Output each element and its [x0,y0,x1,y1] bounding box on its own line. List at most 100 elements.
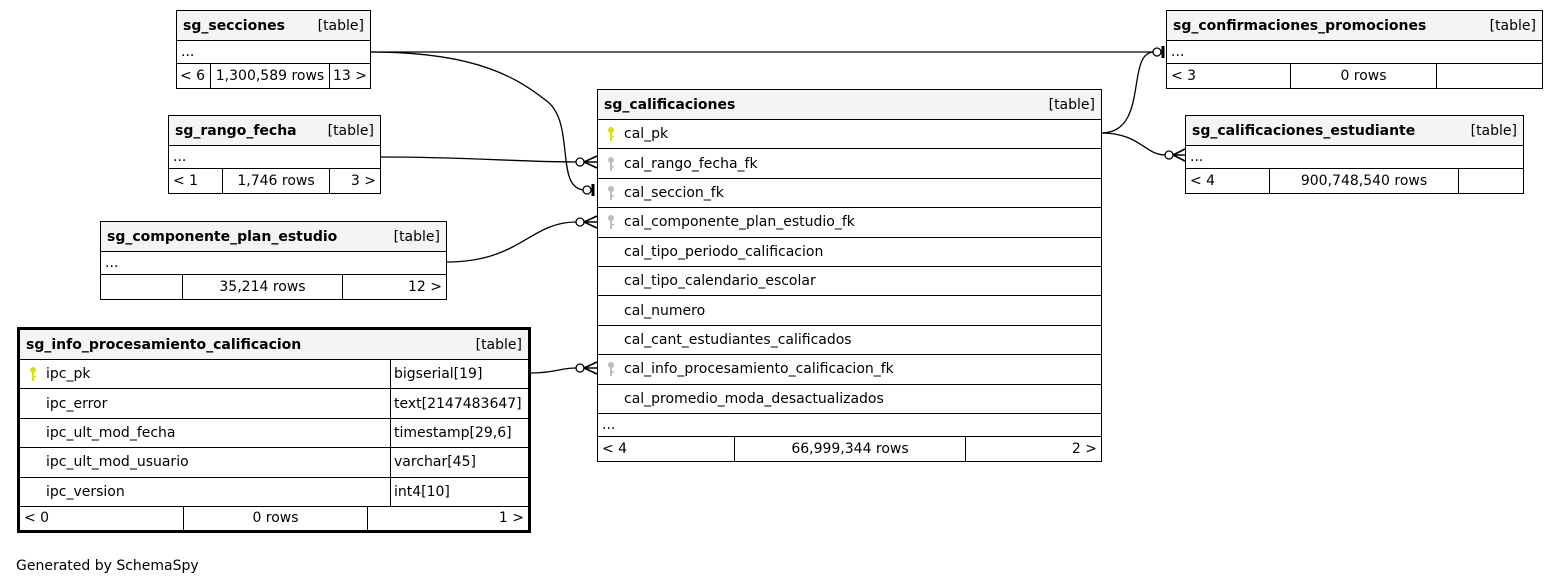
crowfoot-icon [583,155,598,169]
edge-end-circle [1152,47,1162,57]
table-name[interactable]: sg_info_procesamiento_calificacion [26,336,302,353]
edge-componente-calificaciones [446,221,577,263]
column-row[interactable]: cal_seccion_fk [598,179,1101,209]
column-type: bigserial[19] [390,360,528,389]
column-row[interactable]: ipc_pk bigserial[19] [20,360,528,390]
table-footer: < 1 1,746 rows 3 > [169,169,380,193]
crowfoot-icon [1172,148,1186,162]
edge-secciones-calificaciones [370,51,585,191]
columns-ellipsis: ... [1186,146,1523,169]
table-name[interactable]: sg_secciones [183,17,285,34]
table-header: sg_componente_plan_estudio [table] [101,222,446,252]
table-footer: 35,214 rows 12 > [101,275,446,299]
table-header: sg_rango_fecha [table] [169,116,380,146]
generated-by-label: Generated by SchemaSpy [16,558,199,574]
table-sg-info-procesamiento-calificacion[interactable]: sg_info_procesamiento_calificacion [tabl… [17,327,531,533]
edge-rango-fecha-calificaciones [380,156,577,163]
edge-end-circle [582,185,592,195]
row-count: 66,999,344 rows [735,436,966,461]
column-name: ipc_ult_mod_usuario [46,454,189,471]
table-header: sg_calificaciones_estudiante [table] [1186,116,1523,146]
crowfoot-icon [583,215,598,229]
column-name: cal_info_procesamiento_calificacion_fk [624,361,894,378]
foreign-key-icon [608,362,614,377]
column-type: text[2147483647] [390,389,528,418]
children-count[interactable]: 13 > [333,68,367,84]
table-name[interactable]: sg_calificaciones_estudiante [1192,122,1416,139]
table-header: sg_confirmaciones_promociones [table] [1167,11,1542,41]
parents-count[interactable]: < 4 [598,436,735,461]
column-name: cal_rango_fecha_fk [624,155,758,172]
column-name: cal_tipo_periodo_calificacion [624,243,824,260]
table-kind: [table] [317,17,364,34]
table-name[interactable]: sg_calificaciones [604,96,736,113]
table-footer: < 4 900,748,540 rows [1186,169,1523,193]
row-count: 1,746 rows [223,169,330,193]
children-count[interactable] [1459,169,1523,193]
columns-ellipsis: ... [101,252,446,275]
children-count[interactable]: 2 > [1071,440,1097,457]
table-kind: [table] [1048,96,1095,113]
table-footer: < 0 0 rows 1 > [20,506,528,530]
row-count: 900,748,540 rows [1270,169,1459,193]
column-row[interactable]: cal_promedio_moda_desactualizados [598,385,1101,414]
table-kind: [table] [327,122,374,139]
table-header: sg_info_procesamiento_calificacion [tabl… [20,330,528,360]
column-row[interactable]: cal_tipo_periodo_calificacion [598,238,1101,267]
table-sg-rango-fecha[interactable]: sg_rango_fecha [table] ... < 1 1,746 row… [168,115,381,194]
table-name[interactable]: sg_rango_fecha [175,122,297,139]
table-header: sg_calificaciones [table] [598,90,1101,120]
column-name: ipc_pk [46,366,91,383]
parents-count[interactable]: < 6 [177,64,211,88]
row-count: 0 rows [184,506,368,530]
parents-count[interactable]: < 3 [1167,64,1291,88]
table-sg-calificaciones-estudiante[interactable]: sg_calificaciones_estudiante [table] ...… [1185,115,1524,194]
table-sg-secciones[interactable]: sg_secciones [table] ... < 6 1,300,589 r… [176,10,371,89]
edge-end-circle [575,363,585,373]
column-row[interactable]: cal_pk [598,120,1101,150]
column-list: ipc_pk bigserial[19] ipc_error text[2147483… [20,360,528,507]
column-name: cal_cant_estudiantes_calificados [624,331,852,348]
children-count[interactable]: 1 > [498,510,524,527]
parents-count[interactable] [101,275,183,299]
column-row[interactable]: cal_componente_plan_estudio_fk [598,208,1101,238]
column-row[interactable]: ipc_ult_mod_fecha timestamp[29,6] [20,418,528,449]
column-row[interactable]: cal_rango_fecha_fk [598,149,1101,179]
column-row[interactable]: cal_numero [598,296,1101,326]
columns-ellipsis: ... [169,146,380,169]
parents-count[interactable]: < 4 [1186,169,1270,193]
column-name: ipc_error [46,395,108,412]
primary-key-icon [30,367,36,382]
column-name: ipc_ult_mod_fecha [46,424,176,441]
parents-count[interactable]: < 1 [169,169,223,193]
table-footer: < 6 1,300,589 rows 13 > [177,64,370,88]
parents-count[interactable]: < 0 [20,506,184,530]
table-sg-confirmaciones-promociones[interactable]: sg_confirmaciones_promociones [table] ..… [1166,10,1543,89]
column-name: cal_numero [624,302,706,319]
column-name: cal_tipo_calendario_escolar [624,273,816,290]
column-type: timestamp[29,6] [390,418,528,448]
children-count[interactable]: 3 > [350,173,376,189]
table-footer: < 4 66,999,344 rows 2 > [598,436,1101,461]
edge-info-procesamiento-calificaciones [529,367,577,374]
children-count[interactable] [1437,64,1542,88]
columns-ellipsis: ... [1167,41,1542,64]
table-name[interactable]: sg_confirmaciones_promociones [1173,17,1427,34]
table-kind: [table] [475,336,522,353]
columns-ellipsis: ... [177,41,370,64]
table-sg-componente-plan-estudio[interactable]: sg_componente_plan_estudio [table] ... 3… [100,221,447,300]
column-row[interactable]: cal_tipo_calendario_escolar [598,267,1101,297]
column-row[interactable]: cal_info_procesamiento_calificacion_fk [598,355,1101,385]
foreign-key-icon [608,185,614,200]
table-kind: [table] [393,228,440,245]
column-row[interactable]: cal_cant_estudiantes_calificados [598,326,1101,356]
row-count: 0 rows [1291,64,1437,88]
children-count[interactable]: 12 > [408,279,442,295]
table-kind: [table] [1470,122,1517,139]
column-row[interactable]: ipc_error text[2147483647] [20,389,528,419]
table-name[interactable]: sg_componente_plan_estudio [107,228,338,245]
table-sg-calificaciones[interactable]: sg_calificaciones [table] cal_pk cal_rang… [597,89,1102,462]
